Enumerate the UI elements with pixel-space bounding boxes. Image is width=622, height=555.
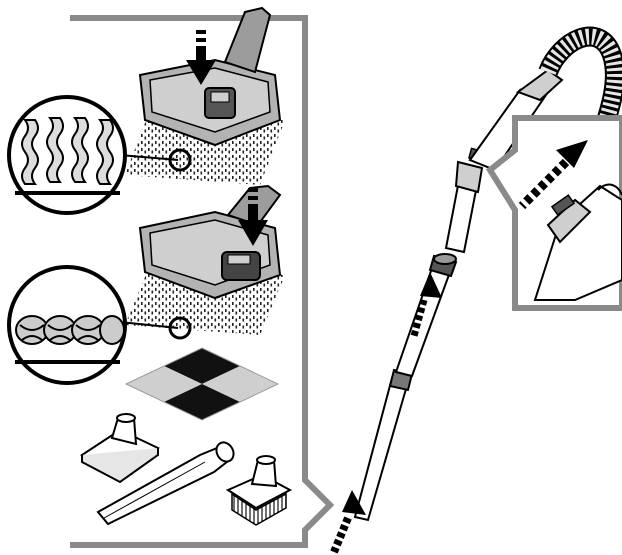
arrow-up-icon [410,272,442,337]
arrow-down-icon [186,30,216,85]
hard-floor-tiles [124,347,280,421]
floor-nozzle-carpet [125,6,285,185]
handle-detail-inset [486,115,622,311]
arrow-down-icon [238,188,268,246]
dusting-brush-icon [225,455,293,526]
hose-handle [444,26,622,254]
telescopic-tube [330,253,458,554]
panel-frame [70,15,335,548]
arrow-up-right-icon [518,140,588,210]
floor-nozzle-hardfloor [125,184,285,335]
crevice-tool-icon [96,441,235,526]
arrow-up-icon [330,490,366,554]
carpet-fiber-detail [7,95,192,215]
loop-fiber-detail [7,265,192,385]
upholstery-nozzle-icon [80,413,160,484]
